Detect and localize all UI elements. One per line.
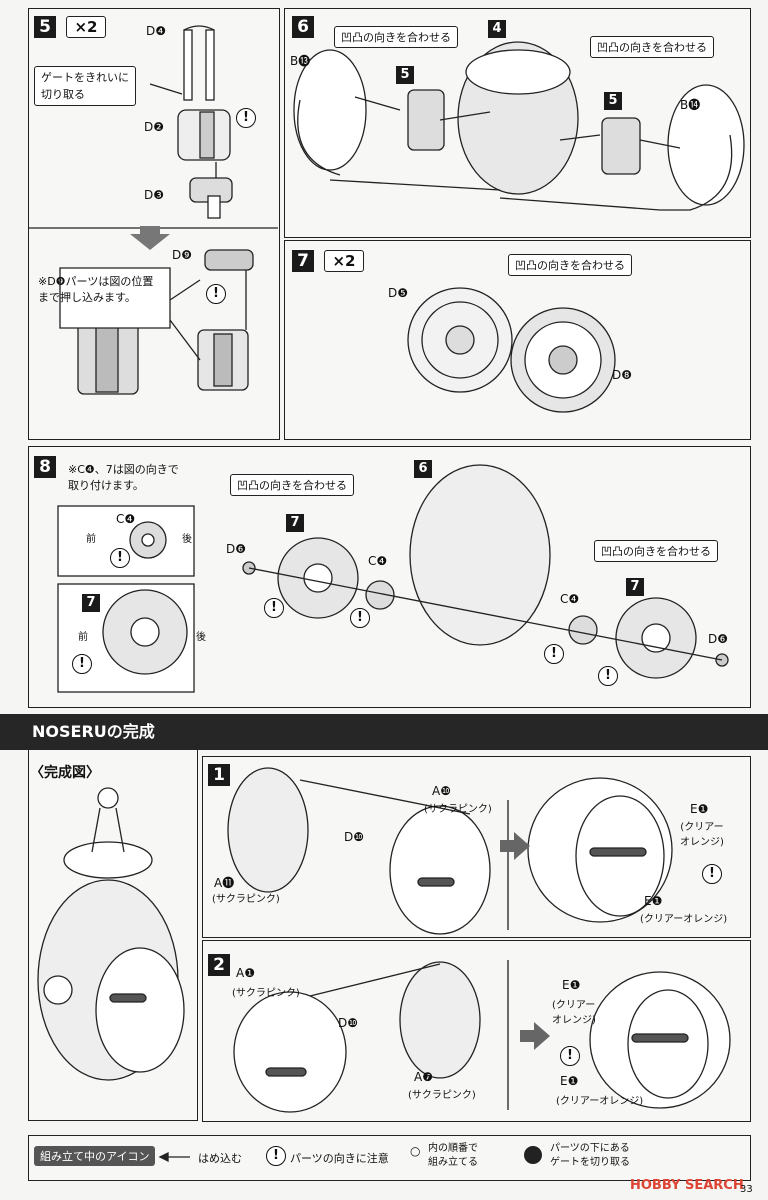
align-note-left: 凹凸の向きを合わせる <box>230 474 354 496</box>
completed-label: 〈完成図〉 <box>30 765 100 781</box>
orientation-warning-icon: ! <box>266 1146 286 1166</box>
legend-press-text: はめ込む <box>198 1152 242 1165</box>
align-note: 凹凸の向きを合わせる <box>508 254 632 276</box>
part-d2-label: D❷ <box>144 120 164 134</box>
orientation-warning-icon: ! <box>236 108 256 128</box>
gate-note: ゲートをきれいに 切り取る <box>34 66 136 106</box>
part-a10-label: A❿ <box>432 784 451 798</box>
part-a11-label: A⓫ <box>214 876 235 890</box>
part-a11-color: (サクラピンク) <box>212 894 280 905</box>
part-d5-label: D❺ <box>388 286 408 300</box>
step8-sub7-left: 7 <box>286 514 304 532</box>
step7-number: 7 <box>292 250 314 272</box>
page-number: 33 <box>740 1184 753 1195</box>
part-e1-bottom-color: (クリアーオレンジ) <box>556 1096 644 1107</box>
step8-sub7-right: 7 <box>626 578 644 596</box>
part-a1-color: (サクラピンク) <box>232 988 300 999</box>
part-e1-top-label: E❶ <box>562 978 581 992</box>
front-label: 前 <box>78 632 88 643</box>
orientation-warning-icon: ! <box>72 654 92 674</box>
part-d8-label: D❽ <box>612 368 632 382</box>
legend-title: 組み立て中のアイコン <box>34 1146 156 1166</box>
part-c4-left-label: C❹ <box>368 554 388 568</box>
legend-order-prefix: ○ <box>410 1144 421 1158</box>
step5-number: 5 <box>34 16 56 38</box>
part-a7-color: (サクラピンク) <box>408 1090 476 1101</box>
orientation-warning-icon: ! <box>560 1046 580 1066</box>
section-title: NOSERUの完成 <box>0 714 768 750</box>
part-d3-label: D❸ <box>144 188 164 202</box>
step6-sub5-left: 5 <box>396 66 414 84</box>
orientation-warning-icon: ! <box>206 284 226 304</box>
part-e1-bottom-label: E❶ <box>644 894 663 908</box>
part-d4-label: D❹ <box>146 24 166 38</box>
front-label: 前 <box>86 534 96 545</box>
orientation-warning-icon: ! <box>110 548 130 568</box>
step6-number: 6 <box>292 16 314 38</box>
part-b13-label: B⓭ <box>290 54 311 68</box>
orientation-warning-icon: ! <box>264 598 284 618</box>
part-c4-label: C❹ <box>116 512 136 526</box>
back-label: 後 <box>196 632 206 643</box>
part-d10-label: D❿ <box>344 830 364 844</box>
legend-gate-text: パーツの下にある ゲートを切り取る <box>550 1143 630 1168</box>
legend-order-text: 内の順番で 組み立てる <box>428 1143 478 1168</box>
part-b14-label: B⓮ <box>680 98 701 112</box>
part-a7-label: A❼ <box>414 1070 433 1084</box>
sub1-number: 1 <box>208 764 230 786</box>
step8-sub6: 6 <box>414 460 432 478</box>
part-d6-right-label: D❻ <box>708 632 728 646</box>
part-e1-bottom-color: (クリアーオレンジ) <box>640 914 728 925</box>
watermark: HOBBY SEARCH <box>630 1178 744 1193</box>
gate-cut-icon <box>524 1146 542 1164</box>
step7-multiplier: ×2 <box>324 250 364 272</box>
step5-multiplier: ×2 <box>66 16 106 38</box>
part-d6-left-label: D❻ <box>226 542 246 556</box>
step8-number: 8 <box>34 456 56 478</box>
part-e1-top-color: (クリアー オレンジ) <box>680 822 724 848</box>
sub2-number: 2 <box>208 954 230 976</box>
part-e1-top-color: (クリアー オレンジ) <box>552 1000 596 1026</box>
legend-orient-text: パーツの向きに注意 <box>290 1152 389 1165</box>
part-e1-top-label: E❶ <box>690 802 709 816</box>
orientation-warning-icon: ! <box>702 864 722 884</box>
part-c4-right-label: C❹ <box>560 592 580 606</box>
orientation-warning-icon: ! <box>598 666 618 686</box>
step8-sub7-detail: 7 <box>82 594 100 612</box>
step8-note: ※C❹、7は図の向きで 取り付けます。 <box>68 463 179 492</box>
align-note-right: 凹凸の向きを合わせる <box>590 36 714 58</box>
align-note-left: 凹凸の向きを合わせる <box>334 26 458 48</box>
orientation-warning-icon: ! <box>544 644 564 664</box>
step6-sub4: 4 <box>488 20 506 38</box>
step6-sub5-right: 5 <box>604 92 622 110</box>
orientation-warning-icon: ! <box>350 608 370 628</box>
part-d9-label: D❾ <box>172 248 192 262</box>
d9-note: ※D❾パーツは図の位置 まで押し込みます。 <box>38 275 154 304</box>
align-note-right: 凹凸の向きを合わせる <box>594 540 718 562</box>
part-e1-bottom-label: E❶ <box>560 1074 579 1088</box>
part-a10-color: (サクラピンク) <box>424 804 492 815</box>
part-a1-label: A❶ <box>236 966 255 980</box>
back-label: 後 <box>182 534 192 545</box>
part-d10-label: D❿ <box>338 1016 358 1030</box>
